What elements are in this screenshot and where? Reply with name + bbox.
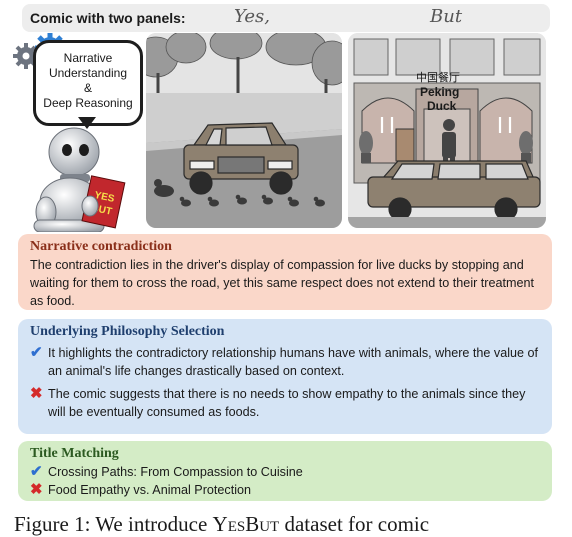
title-option-correct: ✔ Crossing Paths: From Compassion to Cui…	[30, 463, 542, 481]
title-matching-title: Title Matching	[30, 446, 119, 461]
option-text: Crossing Paths: From Compassion to Cuisi…	[48, 465, 303, 479]
philosophy-selection-box: Underlying Philosophy Selection ✔ It hig…	[18, 319, 552, 434]
header-strip	[22, 4, 550, 32]
comic-panel-but: 中国餐厅 Peking Duck	[348, 33, 546, 228]
bubble-line: Deep Reasoning	[43, 96, 133, 110]
bubble-line: Narrative	[63, 51, 113, 65]
speech-bubble: Narrative Understanding & Deep Reasoning	[33, 40, 143, 126]
robot-reading-illustration: YES BUT	[33, 127, 126, 232]
bubble-line: &	[83, 81, 92, 95]
cross-icon: ✖	[30, 385, 43, 402]
title-matching-box: Title Matching ✔ Crossing Paths: From Co…	[18, 441, 552, 501]
restaurant-scene-illustration	[348, 33, 546, 228]
caption-prefix: Figure 1: We introduce	[14, 512, 213, 536]
check-icon: ✔	[30, 463, 43, 480]
figure-caption: Figure 1: We introduce YesBut dataset fo…	[14, 512, 429, 537]
header-title: Comic with two panels:	[30, 10, 186, 26]
philosophy-title: Underlying Philosophy Selection	[30, 324, 225, 339]
restaurant-sign-chinese: 中国餐厅	[416, 71, 460, 84]
narrative-text: The contradiction lies in the driver's d…	[30, 258, 535, 308]
comic-panel-yes	[146, 33, 342, 228]
cross-icon: ✖	[30, 481, 43, 498]
option-text: Food Empathy vs. Animal Protection	[48, 483, 251, 497]
yes-label: Yes,	[234, 6, 270, 27]
but-label: But	[430, 6, 463, 27]
book-cover-text: YES	[93, 190, 115, 205]
option-text: It highlights the contradictory relation…	[48, 346, 539, 378]
title-option-wrong: ✖ Food Empathy vs. Animal Protection	[30, 481, 542, 499]
narrative-contradiction-box: Narrative contradiction The contradictio…	[18, 234, 552, 310]
check-icon: ✔	[30, 344, 43, 361]
caption-dataset: YesBut	[212, 512, 280, 536]
caption-suffix: dataset for comic	[279, 512, 430, 536]
option-text: The comic suggests that there is no need…	[48, 387, 526, 419]
restaurant-sign-duck: Duck	[427, 99, 457, 113]
philosophy-option-wrong: ✖ The comic suggests that there is no ne…	[30, 385, 542, 421]
philosophy-option-correct: ✔ It highlights the contradictory relati…	[30, 344, 542, 380]
narrative-title: Narrative contradiction	[30, 239, 172, 254]
road-scene-illustration	[146, 33, 342, 228]
restaurant-sign-peking: Peking	[420, 85, 460, 99]
bubble-tail	[78, 117, 96, 129]
bubble-line: Understanding	[48, 66, 128, 80]
